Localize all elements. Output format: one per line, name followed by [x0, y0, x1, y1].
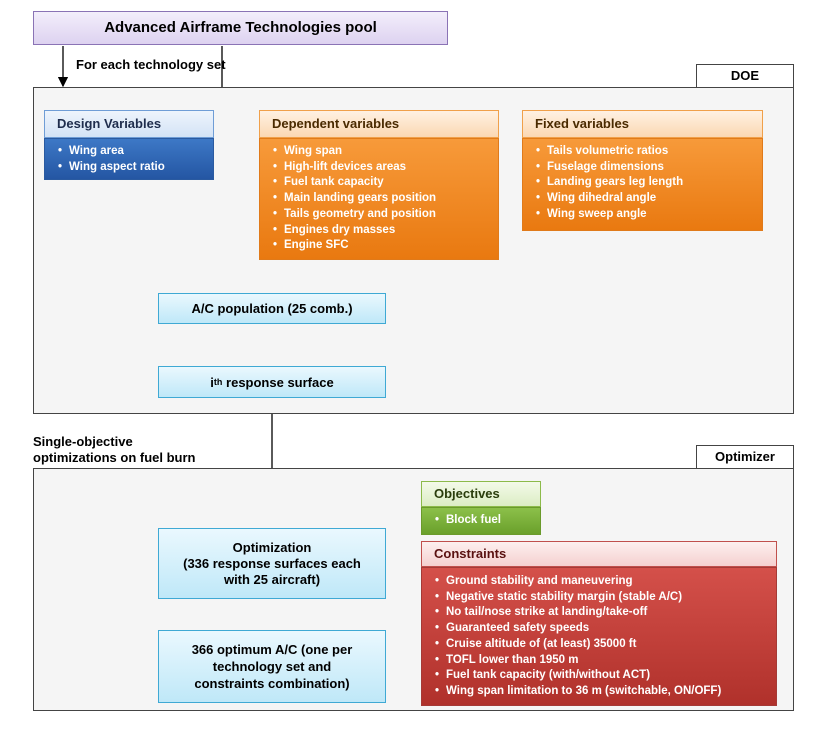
fixed-variables-list: Tails volumetric ratios Fuselage dimensi…	[531, 144, 754, 223]
for-each-label: For each technology set	[76, 57, 226, 72]
optimization-line-2: (336 response surfaces each	[183, 555, 361, 571]
optimum-box: 366 optimum A/C (one per technology set …	[158, 630, 386, 703]
single-objective-line-2: optimizations on fuel burn	[33, 450, 196, 465]
optimum-line-1: 366 optimum A/C (one per	[191, 642, 353, 657]
list-item: No tail/nose strike at landing/take-off	[430, 605, 768, 621]
list-item: Engines dry masses	[268, 223, 490, 239]
list-item: Negative static stability margin (stable…	[430, 590, 768, 606]
list-item: Wing area	[53, 144, 205, 160]
list-item: Tails volumetric ratios	[531, 144, 754, 160]
list-item: Engine SFC	[268, 238, 490, 254]
dependent-variables-header: Dependent variables	[259, 110, 499, 138]
list-item: Block fuel	[430, 513, 532, 529]
optimizer-tag: Optimizer	[696, 445, 794, 469]
list-item: TOFL lower than 1950 m	[430, 653, 768, 669]
list-item: Landing gears leg length	[531, 175, 754, 191]
single-objective-line-1: Single-objective	[33, 434, 133, 449]
response-surface-suffix: response surface	[222, 374, 334, 390]
doe-tag: DOE	[696, 64, 794, 88]
list-item: Wing aspect ratio	[53, 160, 205, 176]
fixed-variables-body: Tails volumetric ratios Fuselage dimensi…	[522, 138, 763, 231]
constraints-header: Constraints	[421, 541, 777, 567]
response-surface-prefix: i	[210, 374, 214, 390]
list-item: Wing sweep angle	[531, 207, 754, 223]
objectives-body: Block fuel	[421, 507, 541, 535]
optimization-line-1: Optimization	[232, 539, 312, 555]
objectives-list: Block fuel	[430, 513, 532, 529]
design-variables-list: Wing area Wing aspect ratio	[53, 144, 205, 175]
dependent-variables-body: Wing span High-lift devices areas Fuel t…	[259, 138, 499, 260]
list-item: Wing span limitation to 36 m (switchable…	[430, 684, 768, 700]
list-item: Fuel tank capacity	[268, 175, 490, 191]
list-item: High-lift devices areas	[268, 160, 490, 176]
list-item: Fuel tank capacity (with/without ACT)	[430, 668, 768, 684]
list-item: Ground stability and maneuvering	[430, 574, 768, 590]
optimization-box: Optimization (336 response surfaces each…	[158, 528, 386, 599]
optimum-line-3: constraints combination)	[194, 676, 350, 691]
design-variables-header: Design Variables	[44, 110, 214, 138]
design-variables-body: Wing area Wing aspect ratio	[44, 138, 214, 180]
list-item: Wing dihedral angle	[531, 191, 754, 207]
optimization-line-3: with 25 aircraft)	[223, 571, 321, 587]
list-item: Cruise altitude of (at least) 35000 ft	[430, 637, 768, 653]
list-item: Wing span	[268, 144, 490, 160]
dependent-variables-list: Wing span High-lift devices areas Fuel t…	[268, 144, 490, 254]
population-box: A/C population (25 comb.)	[158, 293, 386, 324]
list-item: Guaranteed safety speeds	[430, 621, 768, 637]
optimum-line-2: technology set and	[212, 659, 332, 674]
fixed-variables-header: Fixed variables	[522, 110, 763, 138]
constraints-body: Ground stability and maneuvering Negativ…	[421, 567, 777, 706]
response-surface-sup: th	[213, 377, 223, 387]
list-item: Main landing gears position	[268, 191, 490, 207]
single-objective-label: Single-objective optimizations on fuel b…	[33, 434, 196, 466]
list-item: Fuselage dimensions	[531, 160, 754, 176]
constraints-list: Ground stability and maneuvering Negativ…	[430, 574, 768, 700]
list-item: Tails geometry and position	[268, 207, 490, 223]
objectives-header: Objectives	[421, 481, 541, 507]
technologies-pool-box: Advanced Airframe Technologies pool	[33, 11, 448, 45]
